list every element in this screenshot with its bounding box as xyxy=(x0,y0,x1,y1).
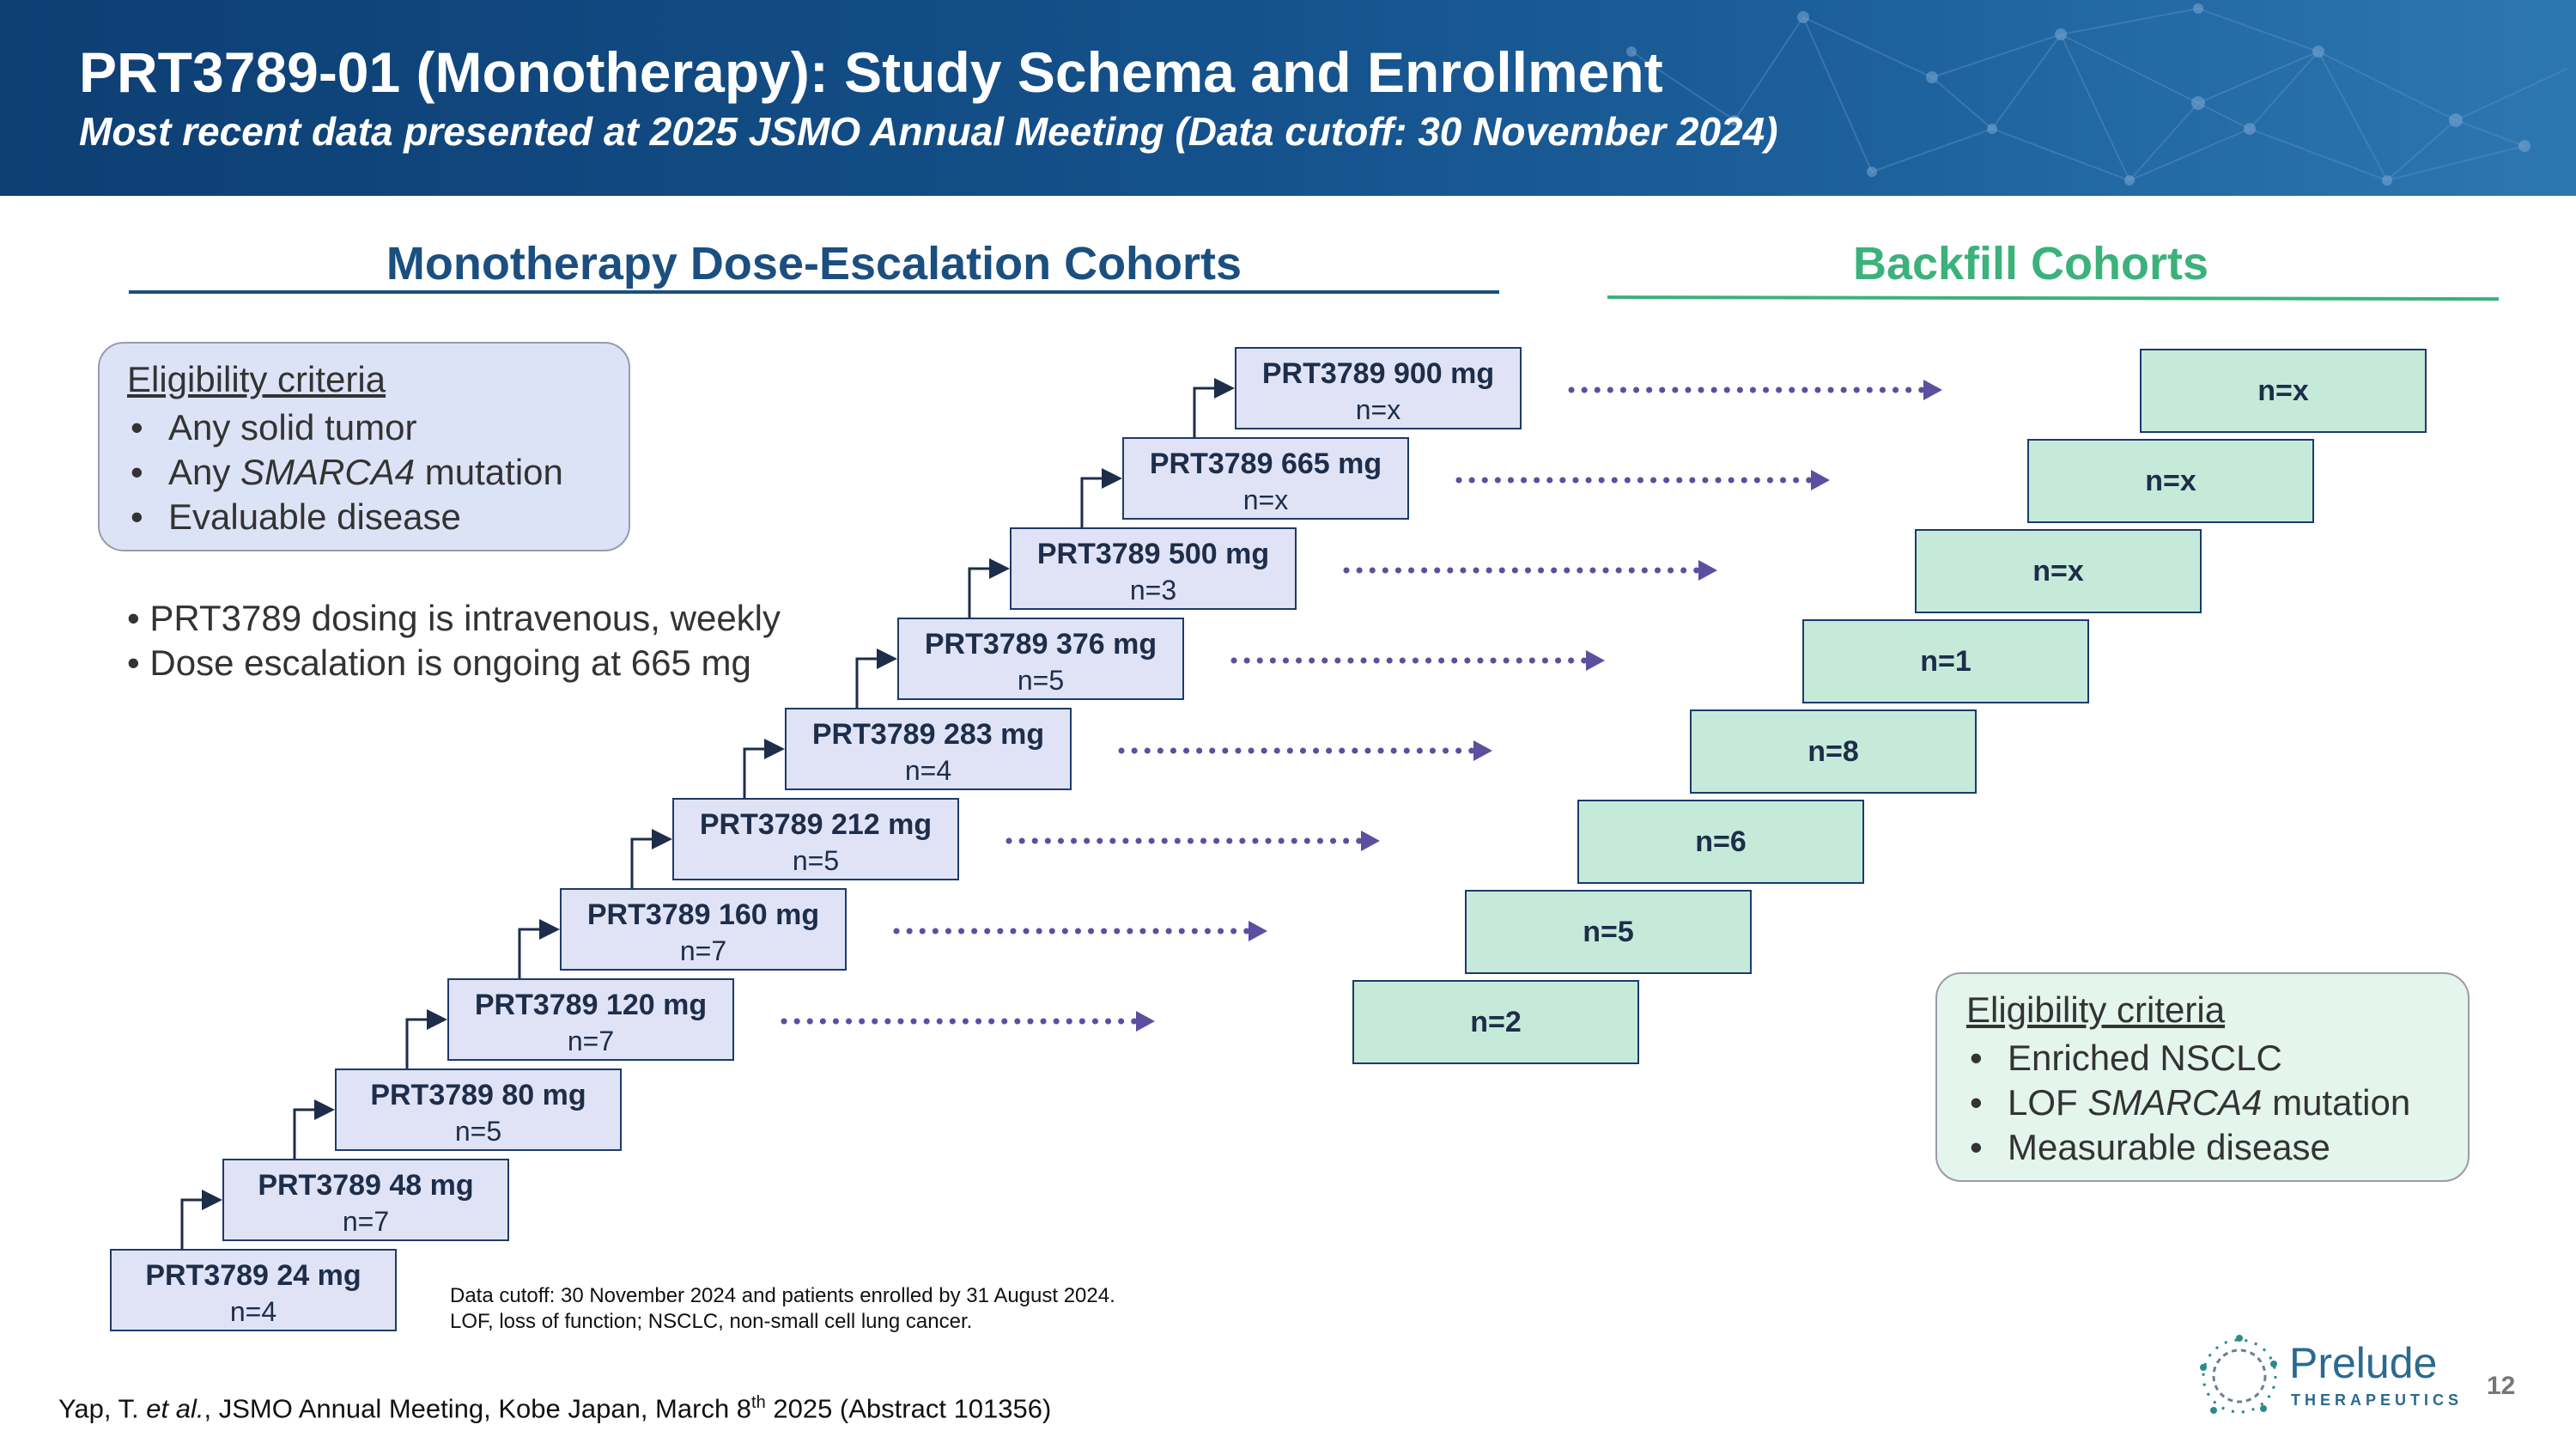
eligibility-item: LOF SMARCA4 mutation xyxy=(1966,1081,2468,1125)
citation: Yap, T. et al., JSMO Annual Meeting, Kob… xyxy=(58,1393,1052,1424)
cohort-enrollment: n=5 xyxy=(792,845,840,876)
backfill-arrowhead xyxy=(1811,470,1830,490)
prelude-logo-icon xyxy=(2200,1335,2277,1414)
step-connector xyxy=(405,1009,447,1068)
cohort-enrollment: n=7 xyxy=(679,935,727,966)
step-connector xyxy=(518,919,560,978)
dose-cohort-box: PRT3789 24 mg n=4 xyxy=(110,1249,397,1331)
eligibility-box-left: Eligibility criteria Any solid tumor Any… xyxy=(98,342,630,551)
dose-escalation-underline xyxy=(129,290,1499,294)
cohort-enrollment: n=5 xyxy=(454,1116,502,1147)
dosing-note: • Dose escalation is ongoing at 665 mg xyxy=(127,642,751,683)
cohort-dose: PRT3789 376 mg xyxy=(924,628,1157,661)
step-connector xyxy=(180,1190,222,1249)
backfill-cohort-box: n=2 xyxy=(1352,980,1639,1064)
step-connector xyxy=(1193,378,1235,437)
backfill-arrowhead xyxy=(1136,1011,1155,1032)
step-connector xyxy=(855,648,897,708)
dose-cohort-box: PRT3789 500 mg n=3 xyxy=(1010,527,1297,610)
cohort-dose: PRT3789 900 mg xyxy=(1261,357,1495,390)
cohort-enrollment: n=x xyxy=(1242,484,1289,515)
dose-cohort-box: PRT3789 283 mg n=4 xyxy=(785,708,1072,790)
backfill-cohort-box: n=x xyxy=(2027,439,2314,523)
header-banner: PRT3789-01 (Monotherapy): Study Schema a… xyxy=(0,0,2576,196)
page-number: 12 xyxy=(2487,1372,2516,1400)
cohort-enrollment: n=5 xyxy=(1017,665,1065,696)
backfill-arrowhead xyxy=(1361,831,1380,851)
dose-cohort-box: PRT3789 160 mg n=7 xyxy=(560,888,847,971)
eligibility-heading-right: Eligibility criteria xyxy=(1966,989,2226,1030)
footnote-line: Data cutoff: 30 November 2024 and patien… xyxy=(450,1284,1115,1307)
step-connector xyxy=(743,739,785,798)
dosing-notes: • PRT3789 dosing is intravenous, weekly … xyxy=(127,596,781,685)
backfill-arrowhead xyxy=(1473,740,1492,761)
cohort-dose: PRT3789 48 mg xyxy=(258,1169,474,1202)
eligibility-item: Any SMARCA4 mutation xyxy=(127,450,629,495)
footnote-line: LOF, loss of function; NSCLC, non-small … xyxy=(450,1310,973,1333)
eligibility-item: Enriched NSCLC xyxy=(1966,1036,2468,1081)
dose-cohort-box: PRT3789 900 mg n=x xyxy=(1235,347,1522,429)
dose-cohort-box: PRT3789 120 mg n=7 xyxy=(447,978,734,1061)
cohort-enrollment: n=7 xyxy=(342,1206,390,1237)
backfill-heading: Backfill Cohorts xyxy=(1852,238,2209,289)
backfill-cohort-box: n=x xyxy=(2140,349,2427,433)
backfill-cohort-box: n=8 xyxy=(1690,709,1977,794)
dose-cohort-box: PRT3789 376 mg n=5 xyxy=(897,618,1184,700)
dose-cohort-box: PRT3789 80 mg n=5 xyxy=(335,1068,622,1151)
eligibility-item: Measurable disease xyxy=(1966,1125,2468,1170)
step-connector xyxy=(630,829,672,888)
footnote: Data cutoff: 30 November 2024 and patien… xyxy=(450,1283,1115,1335)
backfill-arrowhead xyxy=(1249,921,1267,941)
cohort-dose: PRT3789 665 mg xyxy=(1149,447,1382,480)
backfill-arrowhead xyxy=(1923,380,1942,400)
cohort-dose: PRT3789 24 mg xyxy=(145,1259,361,1292)
logo-name: Prelude xyxy=(2289,1339,2438,1387)
step-connector xyxy=(968,558,1010,618)
network-background-graphic xyxy=(1626,3,2568,186)
logo-subtitle: THERAPEUTICS xyxy=(2291,1391,2464,1409)
backfill-cohort-box: n=1 xyxy=(1802,619,2089,703)
eligibility-item: Any solid tumor xyxy=(127,405,629,450)
backfill-cohort-box: n=6 xyxy=(1577,800,1864,884)
backfill-arrowhead xyxy=(1586,650,1605,671)
dosing-note: • PRT3789 dosing is intravenous, weekly xyxy=(127,598,781,638)
page-subtitle: Most recent data presented at 2025 JSMO … xyxy=(79,109,1778,154)
cohort-dose: PRT3789 160 mg xyxy=(586,898,820,931)
cohort-dose: PRT3789 212 mg xyxy=(699,808,933,841)
cohort-enrollment: n=4 xyxy=(904,755,952,786)
eligibility-list-left: Any solid tumor Any SMARCA4 mutation Eva… xyxy=(127,405,629,539)
dose-cohort-box: PRT3789 665 mg n=x xyxy=(1122,437,1409,520)
eligibility-heading-left: Eligibility criteria xyxy=(127,359,386,399)
eligibility-box-right: Eligibility criteria Enriched NSCLC LOF … xyxy=(1935,972,2470,1182)
backfill-cohort-box: n=x xyxy=(1915,529,2202,613)
cohort-dose: PRT3789 80 mg xyxy=(370,1079,586,1111)
cohort-dose: PRT3789 283 mg xyxy=(811,718,1045,751)
eligibility-item: Evaluable disease xyxy=(127,495,629,539)
cohort-dose: PRT3789 120 mg xyxy=(474,989,708,1021)
page-title: PRT3789-01 (Monotherapy): Study Schema a… xyxy=(79,40,1663,104)
cohort-dose: PRT3789 500 mg xyxy=(1036,538,1270,570)
dose-cohort-box: PRT3789 48 mg n=7 xyxy=(222,1159,509,1241)
dose-cohort-box: PRT3789 212 mg n=5 xyxy=(672,798,959,880)
eligibility-list-right: Enriched NSCLC LOF SMARCA4 mutation Meas… xyxy=(1966,1036,2468,1170)
cohort-enrollment: n=7 xyxy=(567,1026,615,1056)
step-connector xyxy=(1080,468,1122,527)
backfill-cohort-box: n=5 xyxy=(1465,890,1752,974)
prelude-logo: Prelude THERAPEUTICS xyxy=(2195,1330,2458,1426)
backfill-arrowhead xyxy=(1698,560,1717,581)
step-connector xyxy=(293,1099,335,1159)
cohort-enrollment: n=3 xyxy=(1129,575,1177,606)
dose-escalation-heading: Monotherapy Dose-Escalation Cohorts xyxy=(386,238,1242,289)
cohort-enrollment: n=4 xyxy=(229,1296,277,1327)
cohort-enrollment: n=x xyxy=(1355,394,1401,425)
